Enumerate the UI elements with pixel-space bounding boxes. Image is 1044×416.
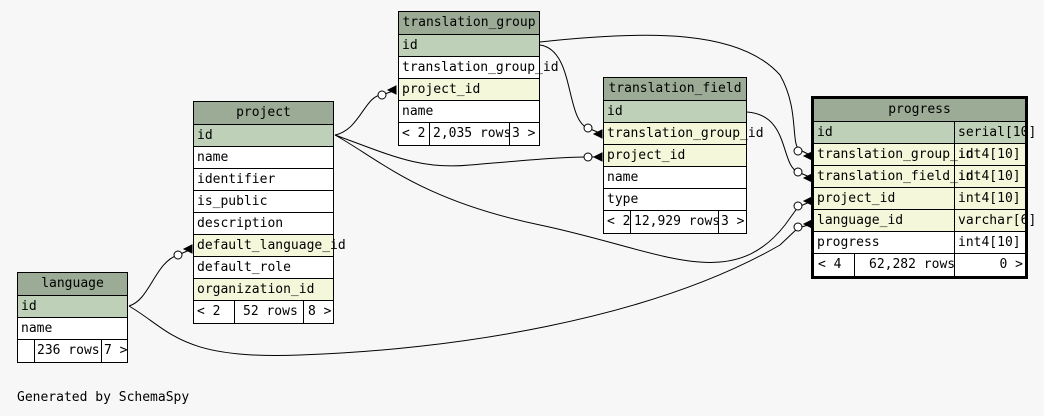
crowfoot-arrow xyxy=(592,152,603,162)
edge-end-circle xyxy=(793,146,803,156)
table-footer: < 4 62,282 rows 0 > xyxy=(814,254,1025,276)
column-type: varchar[6] xyxy=(954,210,1036,232)
edge-end-circle xyxy=(583,123,593,133)
table-title: progress xyxy=(814,99,1025,122)
table-footer: < 2 52 rows 8 > xyxy=(194,301,333,323)
generated-by-credit: Generated by SchemaSpy xyxy=(17,390,190,405)
column-project-id[interactable]: project_id int4[10] xyxy=(814,188,1025,210)
children-count[interactable]: 7 > xyxy=(101,340,127,362)
crowfoot-arrow xyxy=(182,244,193,254)
column-name[interactable]: name xyxy=(604,167,746,189)
column-identifier[interactable]: identifier xyxy=(194,169,333,191)
table-title: translation_field xyxy=(604,78,746,101)
row-count: 236 rows xyxy=(34,340,100,362)
column-default-language-id[interactable]: default_language_id xyxy=(194,235,346,257)
column-translation-field-id[interactable]: translation_field_id int4[10] xyxy=(814,166,1025,188)
parents-count[interactable]: < 2 xyxy=(607,214,631,229)
table-footer: < 2 12,929 rows 3 > xyxy=(604,211,746,233)
row-count: 62,282 rows xyxy=(854,254,955,276)
table-title: project xyxy=(194,102,333,125)
crowfoot-arrow xyxy=(386,85,397,95)
column-id[interactable]: id serial[10] xyxy=(814,122,1036,144)
table-footer: < 2 2,035 rows 3 > xyxy=(399,123,539,145)
column-project-id[interactable]: project_id xyxy=(399,79,539,101)
edge-project-language xyxy=(128,248,193,307)
edge-progress-project xyxy=(334,134,813,263)
column-translation-group-id[interactable]: translation_group_id int4[10] xyxy=(814,144,1025,166)
parents-count[interactable]: < 2 xyxy=(197,304,221,319)
column-name[interactable]: name xyxy=(194,147,333,169)
edge-end-circle xyxy=(377,90,387,100)
edge-end-circle xyxy=(793,201,803,211)
table-footer: 236 rows 7 > xyxy=(18,340,127,362)
table-translation-field[interactable]: translation_field id translation_group_i… xyxy=(603,77,764,234)
edge-progress-field xyxy=(746,111,813,179)
column-id[interactable]: id xyxy=(18,296,127,318)
column-name[interactable]: name xyxy=(399,101,539,123)
column-type: int4[10] xyxy=(954,144,1021,166)
column-progress[interactable]: progress int4[10] xyxy=(814,232,1025,254)
parents-count[interactable]: < 4 xyxy=(818,257,842,272)
column-default-role[interactable]: default_role xyxy=(194,257,333,279)
edge-end-circle xyxy=(173,250,183,260)
table-project[interactable]: project id name identifier is_public des… xyxy=(193,101,346,324)
children-count[interactable]: 3 > xyxy=(718,211,744,233)
column-is-public[interactable]: is_public xyxy=(194,191,333,213)
row-count: 52 rows xyxy=(234,301,298,323)
edge-end-circle xyxy=(583,152,593,162)
column-project-id[interactable]: project_id xyxy=(604,145,746,167)
column-type: int4[10] xyxy=(954,188,1021,210)
column-language-id[interactable]: language_id varchar[6] xyxy=(814,210,1036,232)
column-translation-group-id[interactable]: translation_group_id xyxy=(399,57,559,79)
column-translation-group-id[interactable]: translation_group_id xyxy=(604,123,764,145)
column-name[interactable]: name xyxy=(18,318,127,340)
row-count: 12,929 rows xyxy=(630,211,720,233)
column-organization-id[interactable]: organization_id xyxy=(194,279,333,301)
table-progress[interactable]: progress id serial[10] translation_group… xyxy=(811,96,1036,279)
edge-progress-group xyxy=(539,34,813,157)
column-type: int4[10] xyxy=(954,166,1021,188)
column-type: serial[10] xyxy=(954,122,1036,144)
column-id[interactable]: id xyxy=(604,101,746,123)
table-title: translation_group xyxy=(399,12,539,35)
table-language[interactable]: language id name 236 rows 7 > xyxy=(17,272,128,363)
table-title: language xyxy=(18,273,127,296)
children-count[interactable]: 0 > xyxy=(954,254,1025,276)
parents-count[interactable]: < 2 xyxy=(402,126,426,141)
column-id[interactable]: id xyxy=(399,35,539,57)
children-count[interactable]: 3 > xyxy=(509,123,535,145)
edge-progress-language xyxy=(128,223,813,357)
edge-translation-group-project xyxy=(334,89,397,136)
column-type[interactable]: type xyxy=(604,189,746,211)
table-translation-group[interactable]: translation_group id translation_group_i… xyxy=(398,11,559,146)
edge-end-circle xyxy=(793,222,803,232)
column-id[interactable]: id xyxy=(194,125,333,147)
crowfoot-arrow xyxy=(592,129,603,139)
edge-end-circle xyxy=(793,167,803,177)
column-type: int4[10] xyxy=(954,232,1021,254)
row-count: 2,035 rows xyxy=(429,123,511,145)
column-description[interactable]: description xyxy=(194,213,333,235)
edge-translation-field-project xyxy=(334,134,602,167)
children-count[interactable]: 8 > xyxy=(303,301,331,323)
